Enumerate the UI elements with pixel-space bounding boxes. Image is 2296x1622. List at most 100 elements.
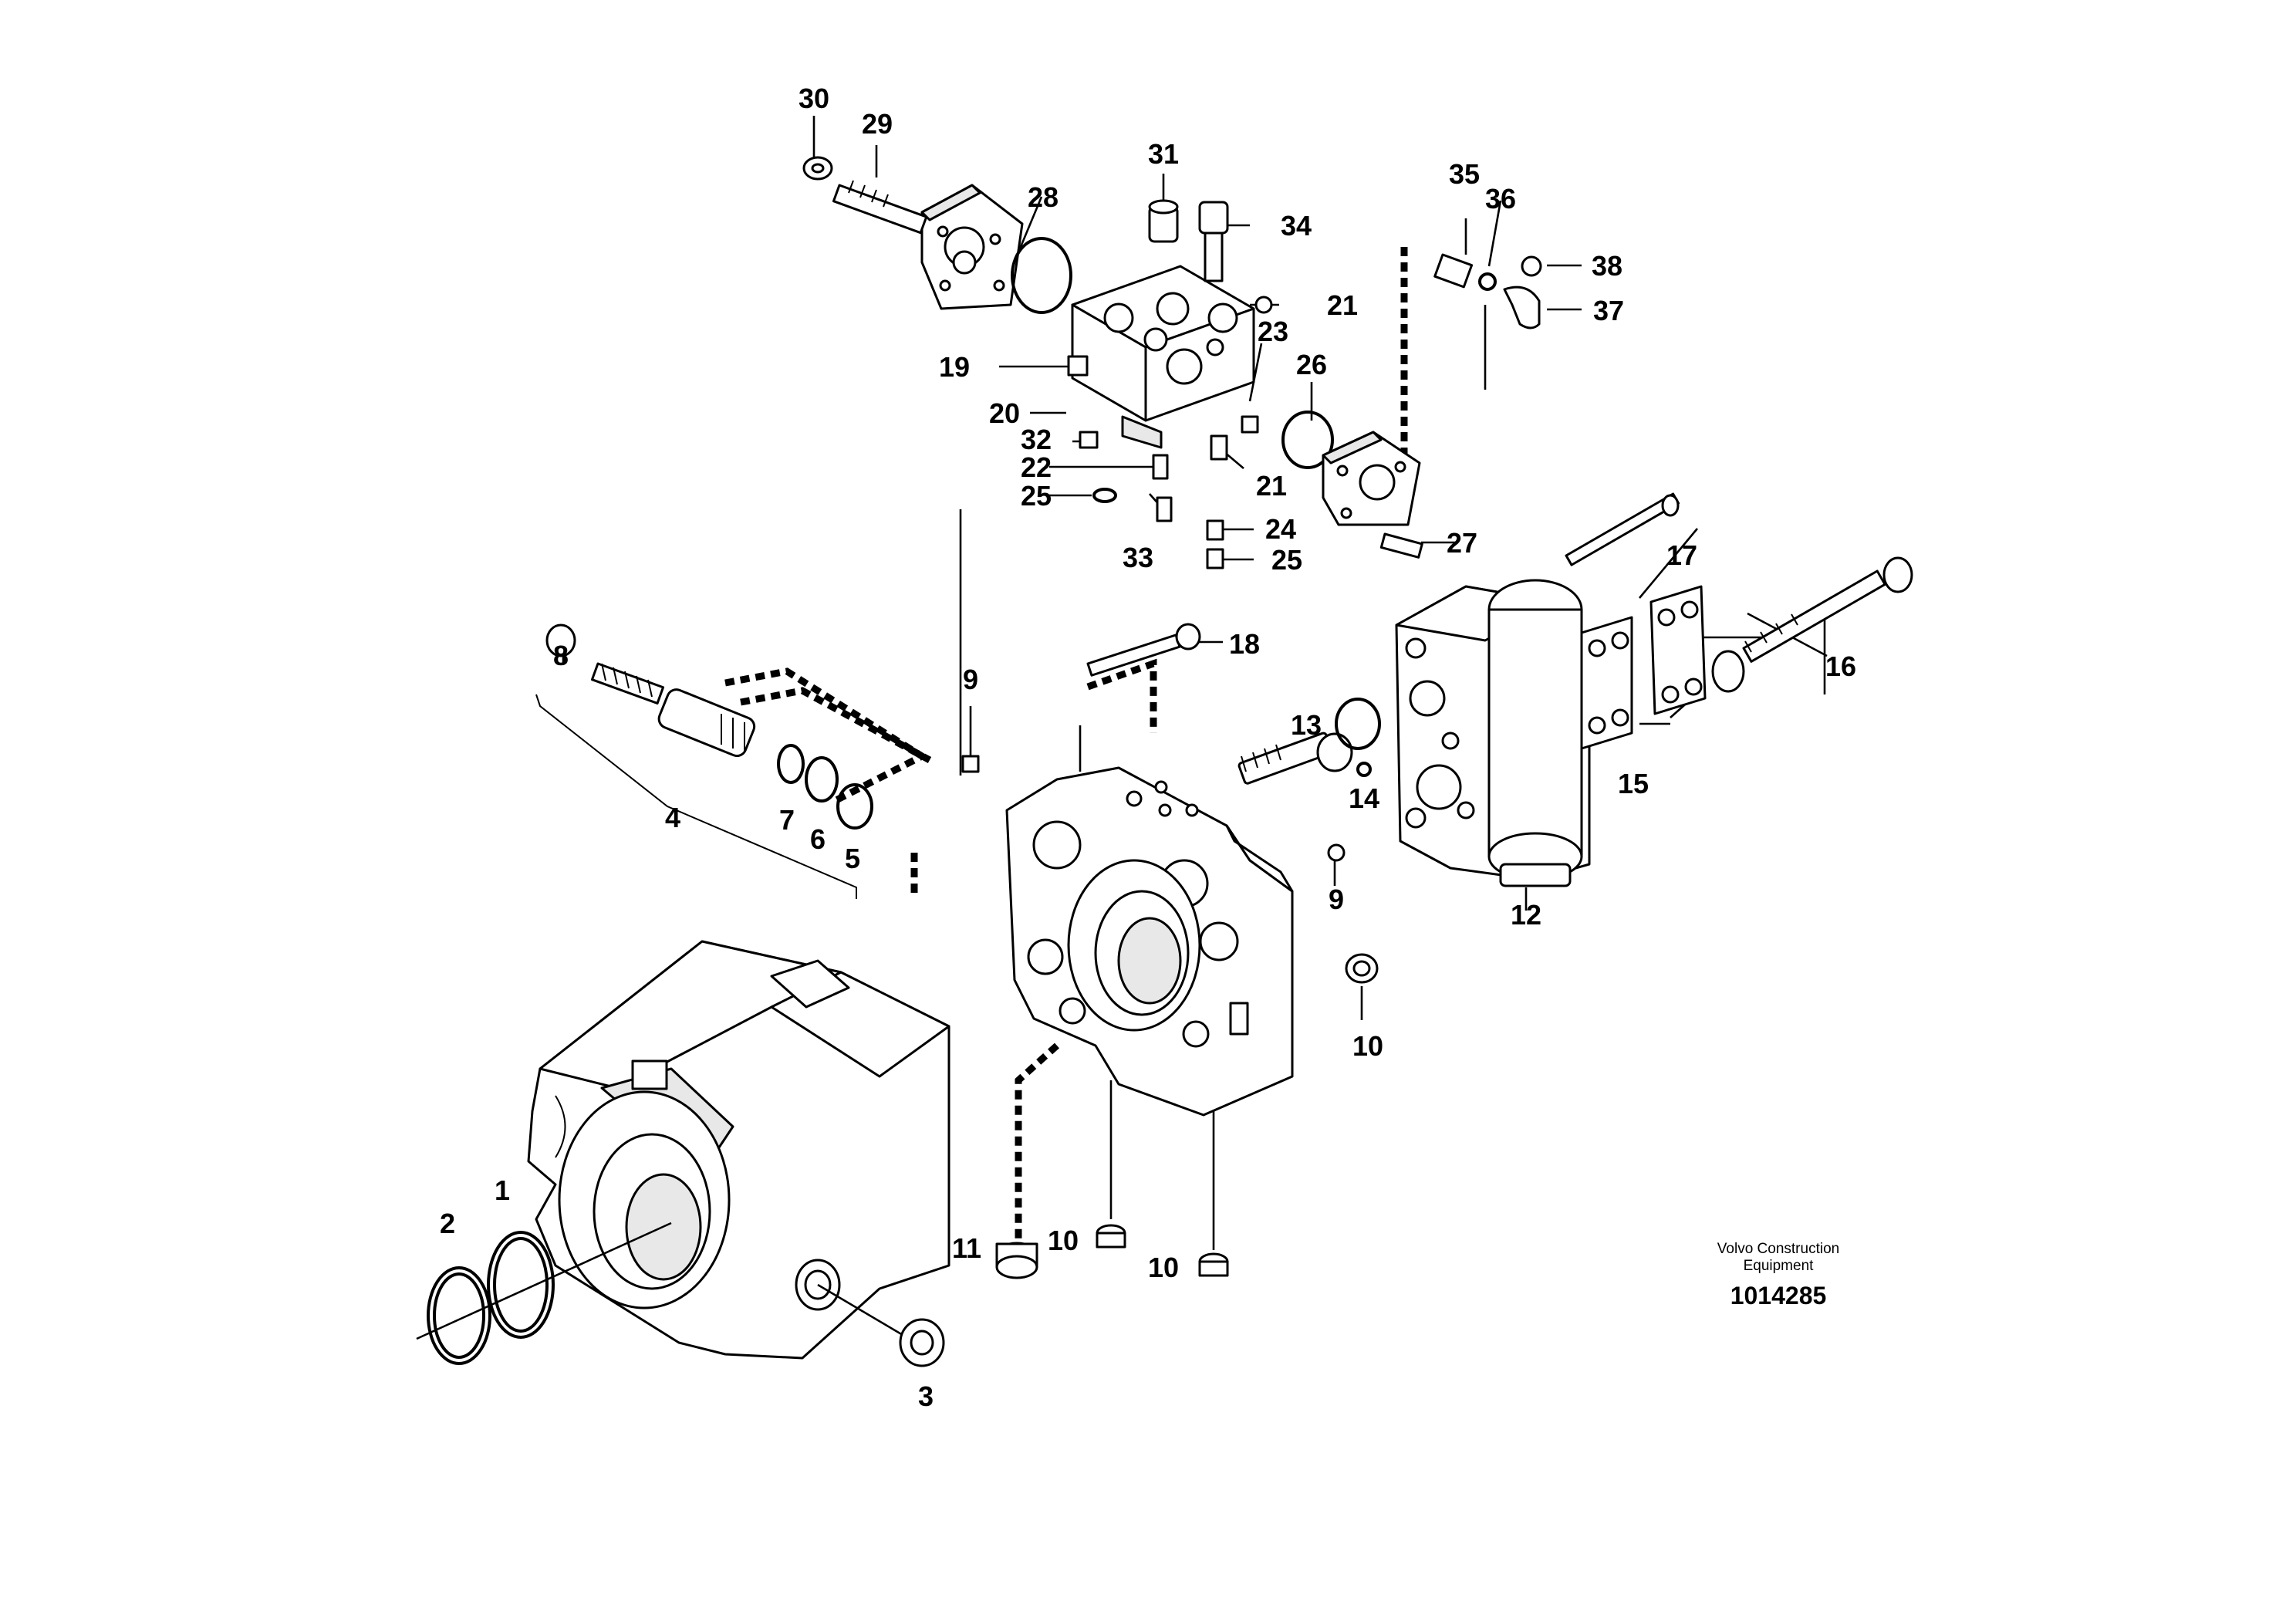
valve-block-19 (1071, 265, 1255, 449)
callout-16: 16 (1825, 650, 1856, 682)
plug-31 (1148, 199, 1179, 243)
callout-labels: 1 2 3 4 5 6 7 8 9 9 10 10 10 11 12 13 14… (440, 83, 1856, 1412)
bolt-17 (1565, 492, 1680, 566)
callout-25-left: 25 (1021, 480, 1052, 512)
assembly-paths (724, 247, 1408, 1242)
callout-31: 31 (1148, 138, 1179, 170)
callout-34: 34 (1281, 210, 1312, 242)
document-number: 1014285 (1730, 1282, 1827, 1309)
spring (590, 662, 665, 705)
callout-9-right: 9 (1329, 884, 1344, 915)
callout-18: 18 (1229, 628, 1260, 660)
callout-19: 19 (939, 351, 970, 383)
credit-block: Volvo Construction Equipment 1014285 (1717, 1241, 1839, 1309)
pump-housing (527, 940, 950, 1360)
plug-10-right (1345, 953, 1379, 984)
o-ring-7 (777, 744, 805, 784)
valve-cartridge (657, 688, 756, 758)
elbow-37 (1503, 286, 1541, 329)
callout-17: 17 (1666, 539, 1697, 571)
credit-line-2: Equipment (1744, 1258, 1815, 1274)
callout-14: 14 (1349, 782, 1379, 814)
callout-26: 26 (1296, 349, 1327, 380)
callout-27: 27 (1447, 527, 1477, 559)
callout-7: 7 (779, 804, 795, 836)
callout-23: 23 (1258, 316, 1288, 347)
callout-29: 29 (862, 108, 893, 140)
plug-3 (899, 1318, 945, 1367)
shaft-axis (416, 1222, 672, 1340)
callout-12: 12 (1511, 899, 1541, 931)
credit-line-1: Volvo Construction (1717, 1241, 1839, 1257)
cover-plate (1649, 585, 1707, 715)
callout-21-lower: 21 (1256, 470, 1287, 502)
washer-14 (1356, 762, 1372, 777)
callout-24: 24 (1265, 513, 1296, 545)
callout-36: 36 (1485, 183, 1516, 215)
port-plate (1005, 766, 1294, 1117)
screw-23 (1241, 415, 1259, 434)
spacer (1711, 650, 1745, 693)
callout-30: 30 (799, 83, 829, 114)
bracket-4 (535, 694, 857, 899)
callout-10-right: 10 (1352, 1030, 1383, 1062)
fitting-21-top (1254, 296, 1273, 314)
callout-35: 35 (1449, 158, 1480, 190)
callout-33: 33 (1123, 542, 1153, 573)
callout-21-top: 21 (1327, 289, 1358, 321)
callout-15: 15 (1618, 768, 1649, 799)
washer-36 (1478, 272, 1497, 291)
circlip-2 (427, 1266, 491, 1365)
callout-5: 5 (845, 843, 860, 874)
callout-38: 38 (1592, 250, 1622, 282)
cap-38 (1521, 255, 1542, 277)
callout-11: 11 (952, 1232, 981, 1264)
plug-9-right (1327, 843, 1346, 862)
fitting-21-lower (1210, 434, 1228, 461)
fitting-35 (1433, 253, 1474, 289)
callout-4: 4 (665, 802, 680, 833)
leader-3 (817, 1283, 903, 1336)
callout-25-right: 25 (1271, 544, 1302, 576)
callout-10-bottom: 10 (1148, 1252, 1179, 1283)
plug-8 (545, 623, 576, 657)
callout-2: 2 (440, 1208, 455, 1239)
o-ring-28 (1011, 237, 1072, 314)
flange-plate-left (920, 184, 1024, 310)
leader-lines (562, 116, 1828, 1250)
o-ring-6 (805, 756, 839, 803)
callout-8: 8 (553, 640, 569, 671)
spring-24 (1206, 519, 1224, 541)
ring-25-left (1092, 488, 1117, 503)
callout-37: 37 (1593, 295, 1624, 326)
pin-22 (1152, 454, 1169, 480)
callout-22: 22 (1021, 451, 1052, 483)
washer-30 (802, 156, 833, 181)
plug-10-mid (1096, 1224, 1126, 1249)
o-ring-26 (1281, 411, 1334, 469)
plug-11 (995, 1242, 1038, 1279)
callout-3: 3 (918, 1380, 934, 1412)
plug-32 (1079, 431, 1099, 449)
callout-32: 32 (1021, 424, 1052, 455)
o-ring-5 (836, 783, 873, 830)
flange-plate-right (1322, 431, 1421, 526)
gasket-15 (1580, 616, 1633, 750)
callout-10-mid: 10 (1048, 1225, 1079, 1256)
screw-34 (1198, 201, 1229, 282)
callout-20: 20 (989, 397, 1020, 429)
callout-9-left: 9 (963, 664, 978, 695)
pin-18 (1086, 623, 1201, 677)
plug-9-left (961, 755, 980, 773)
plug-10-bottom (1198, 1252, 1229, 1277)
spring-25 (1206, 548, 1224, 569)
screw-29 (832, 180, 928, 235)
callout-13: 13 (1291, 709, 1322, 741)
callout-6: 6 (810, 823, 826, 855)
callout-1: 1 (495, 1174, 510, 1206)
o-ring-13 (1335, 698, 1381, 750)
servo-block-12 (1395, 579, 1591, 887)
bolt-16 (1742, 556, 1913, 663)
screw-27 (1379, 532, 1423, 559)
